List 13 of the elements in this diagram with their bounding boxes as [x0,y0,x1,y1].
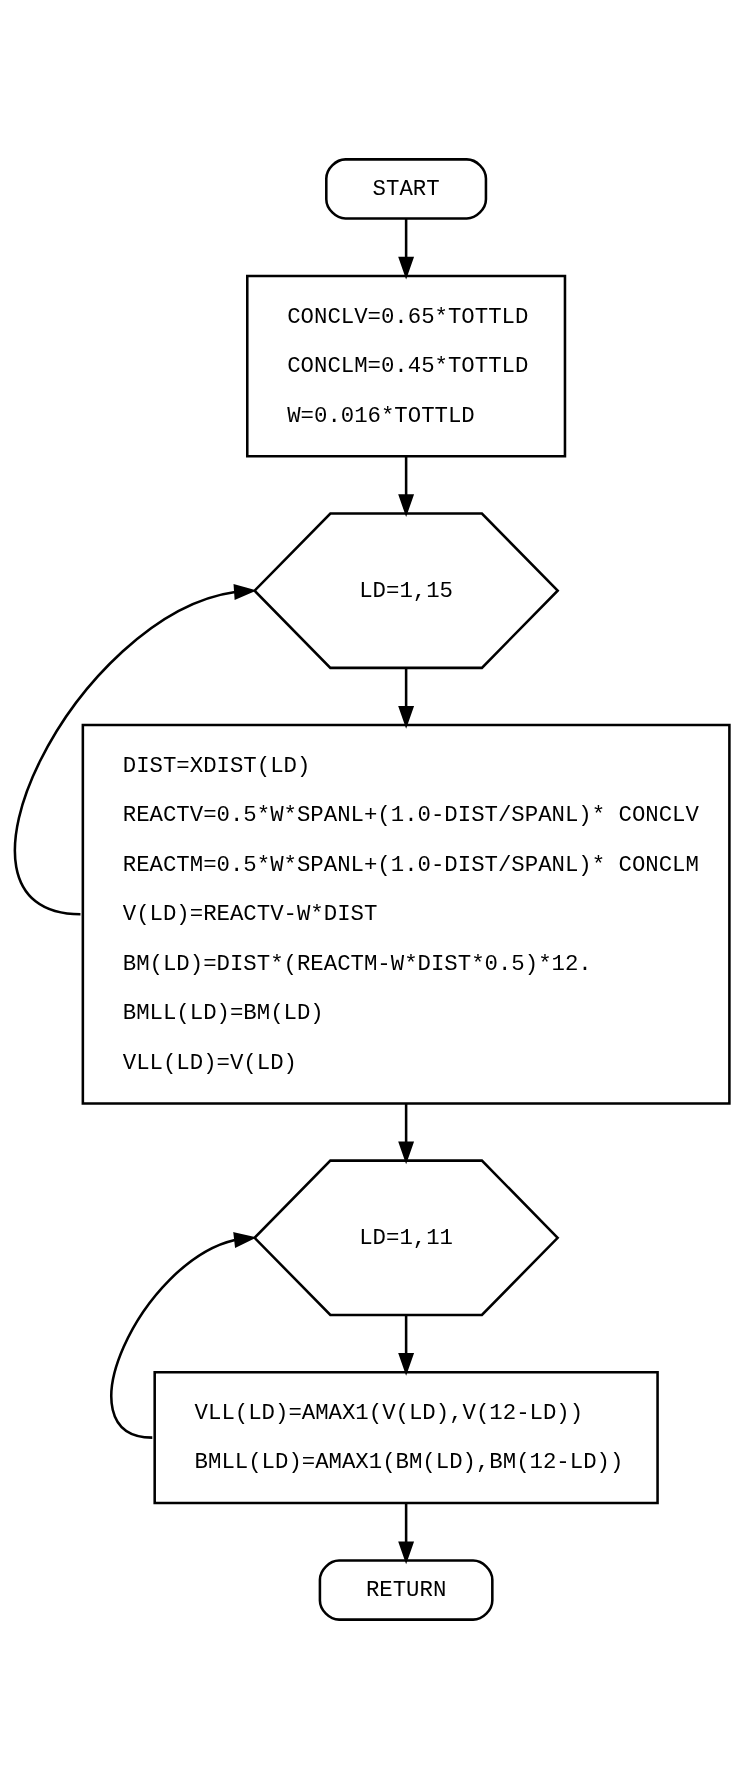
arrow [398,1314,415,1376]
node-box: START [325,158,488,220]
arrow [110,1232,257,1439]
node-box: DIST=XDIST(LD) REACTV=0.5*W*SPANL+(1.0-DIST/SPANL)* CONCLV REACTM=0.5*W*SPANL+(1.0-DIST/SPANL)* CONCLM V(LD)=REACTV-W*DIST BM(LD)=DIST*(REACTM-W*DIST*0.5)*12. BMLL(LD)=BM(LD) VLL(LD)=V(LD) [81,723,731,1105]
arrow [398,456,415,517]
node-box: VLL(LD)=AMAX1(V(LD),V(12-LD)) BMLL(LD)=AMAX1(BM(LD),BM(12-LD)) [153,1370,659,1505]
node-box: CONCLV=0.65*TOTTLD CONCLM=0.45*TOTTLD W=0.016*TOTTLD [246,274,567,458]
arrow [398,1503,415,1565]
arrow [14,584,257,916]
arrow [398,667,415,729]
node-box: RETURN [318,1559,494,1621]
arrow [398,218,415,280]
arrow [398,1103,415,1165]
